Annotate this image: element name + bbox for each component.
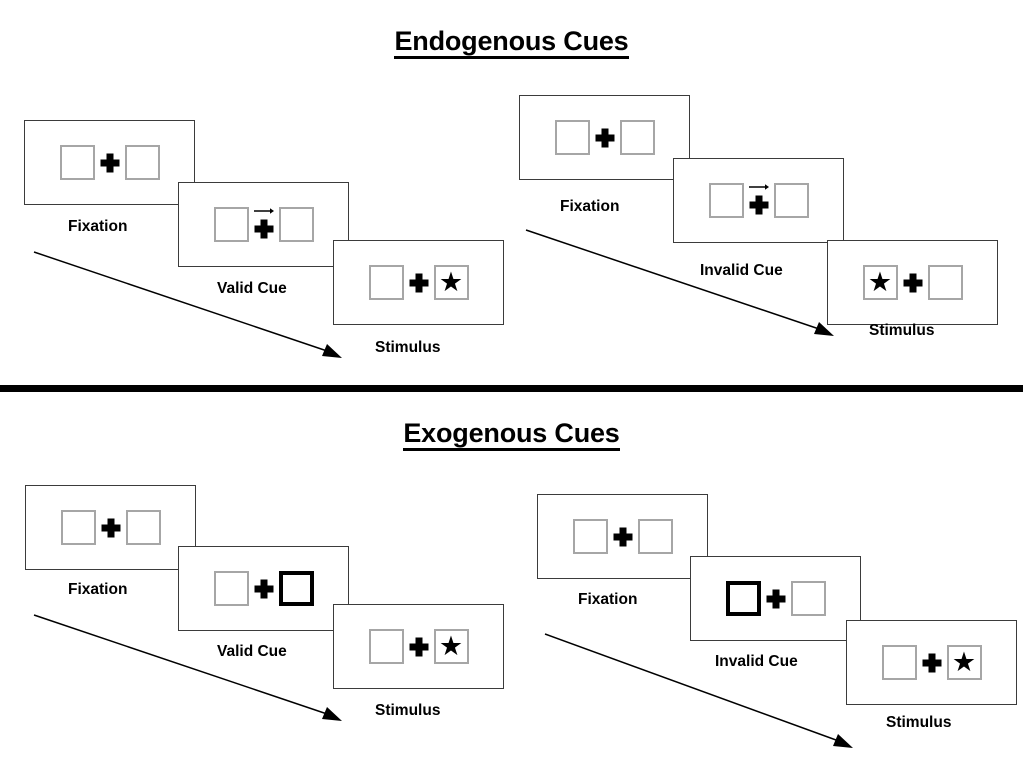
target-box-left bbox=[554, 120, 590, 155]
caption-endogenous-invalid-cue: Invalid Cue bbox=[700, 262, 783, 279]
section-title-endogenous: Endogenous Cues bbox=[0, 26, 1023, 60]
panel-content bbox=[691, 557, 860, 640]
target-box-right: ★ bbox=[433, 265, 469, 300]
panel-content bbox=[179, 547, 348, 630]
star-icon: ★ bbox=[438, 630, 464, 662]
fixation-cross-icon bbox=[917, 645, 947, 680]
panel-endogenous-valid-cue[interactable] bbox=[178, 182, 349, 267]
fixation-cross-icon bbox=[590, 120, 620, 155]
fixation-cross-icon bbox=[249, 207, 279, 242]
caption-endogenous-invalid-fixation: Fixation bbox=[560, 198, 620, 215]
fixation-cross-icon bbox=[744, 183, 774, 218]
panel-exogenous-valid-stimulus[interactable]: ★ bbox=[333, 604, 504, 689]
target-box-left bbox=[368, 629, 404, 664]
target-box-left bbox=[213, 207, 249, 242]
panel-content: ★ bbox=[828, 241, 997, 324]
caption-endogenous-invalid-stimulus: Stimulus bbox=[869, 322, 935, 339]
target-box-right bbox=[125, 510, 161, 545]
panel-content bbox=[25, 121, 194, 204]
star-icon: ★ bbox=[867, 266, 893, 298]
target-box-left: ★ bbox=[862, 265, 898, 300]
target-box-right bbox=[773, 183, 809, 218]
target-box-right bbox=[124, 145, 160, 180]
panel-endogenous-valid-stimulus[interactable]: ★ bbox=[333, 240, 504, 325]
fixation-cross-icon bbox=[96, 510, 126, 545]
section-title-endogenous-text: Endogenous Cues bbox=[394, 27, 629, 60]
caption-exogenous-invalid-stimulus: Stimulus bbox=[886, 714, 952, 731]
star-icon: ★ bbox=[951, 646, 977, 678]
target-box-left-cued bbox=[725, 581, 761, 616]
panel-endogenous-invalid-cue[interactable] bbox=[673, 158, 844, 243]
section-divider bbox=[0, 385, 1023, 392]
fixation-cross-icon bbox=[608, 519, 638, 554]
panel-content bbox=[520, 96, 689, 179]
caption-exogenous-invalid-fixation: Fixation bbox=[578, 591, 638, 608]
panel-content bbox=[674, 159, 843, 242]
target-box-right bbox=[278, 207, 314, 242]
target-box-left bbox=[572, 519, 608, 554]
fixation-cross-icon bbox=[249, 571, 279, 606]
sequence-arrow-endogenous-valid bbox=[30, 246, 350, 366]
target-box-right bbox=[637, 519, 673, 554]
fixation-cross-icon bbox=[404, 629, 434, 664]
panel-endogenous-valid-fixation[interactable] bbox=[24, 120, 195, 205]
caption-exogenous-valid-cue: Valid Cue bbox=[217, 643, 287, 660]
target-box-right: ★ bbox=[433, 629, 469, 664]
caption-exogenous-valid-stimulus: Stimulus bbox=[375, 702, 441, 719]
fixation-cross-icon bbox=[404, 265, 434, 300]
panel-exogenous-invalid-stimulus[interactable]: ★ bbox=[846, 620, 1017, 705]
caption-endogenous-valid-stimulus: Stimulus bbox=[375, 339, 441, 356]
panel-content: ★ bbox=[847, 621, 1016, 704]
target-box-left bbox=[213, 571, 249, 606]
panel-endogenous-invalid-fixation[interactable] bbox=[519, 95, 690, 180]
caption-exogenous-invalid-cue: Invalid Cue bbox=[715, 653, 798, 670]
caption-exogenous-valid-fixation: Fixation bbox=[68, 581, 128, 598]
panel-endogenous-invalid-stimulus[interactable]: ★ bbox=[827, 240, 998, 325]
caption-endogenous-valid-fixation: Fixation bbox=[68, 218, 128, 235]
target-box-right bbox=[790, 581, 826, 616]
target-box-left bbox=[708, 183, 744, 218]
panel-content bbox=[26, 486, 195, 569]
sequence-arrow-endogenous-invalid bbox=[522, 224, 842, 344]
fixation-cross-icon bbox=[898, 265, 928, 300]
sequence-arrow-exogenous-invalid bbox=[541, 628, 861, 758]
target-box-right bbox=[927, 265, 963, 300]
panel-content: ★ bbox=[334, 241, 503, 324]
caption-endogenous-valid-cue: Valid Cue bbox=[217, 280, 287, 297]
section-title-exogenous: Exogenous Cues bbox=[0, 418, 1023, 452]
panel-exogenous-invalid-cue[interactable] bbox=[690, 556, 861, 641]
target-box-left bbox=[881, 645, 917, 680]
panel-exogenous-invalid-fixation[interactable] bbox=[537, 494, 708, 579]
fixation-cross-icon bbox=[95, 145, 125, 180]
panel-content bbox=[179, 183, 348, 266]
arrow-right-cue-icon bbox=[748, 180, 770, 190]
sequence-arrow-exogenous-valid bbox=[30, 609, 350, 729]
arrow-right-cue-icon bbox=[253, 204, 275, 214]
panel-exogenous-valid-cue[interactable] bbox=[178, 546, 349, 631]
target-box-left bbox=[368, 265, 404, 300]
target-box-right: ★ bbox=[946, 645, 982, 680]
target-box-right bbox=[619, 120, 655, 155]
target-box-left bbox=[60, 510, 96, 545]
target-box-left bbox=[59, 145, 95, 180]
target-box-right-cued bbox=[278, 571, 314, 606]
panel-content bbox=[538, 495, 707, 578]
panel-content: ★ bbox=[334, 605, 503, 688]
section-title-exogenous-text: Exogenous Cues bbox=[403, 419, 620, 452]
fixation-cross-icon bbox=[761, 581, 791, 616]
star-icon: ★ bbox=[438, 266, 464, 298]
panel-exogenous-valid-fixation[interactable] bbox=[25, 485, 196, 570]
